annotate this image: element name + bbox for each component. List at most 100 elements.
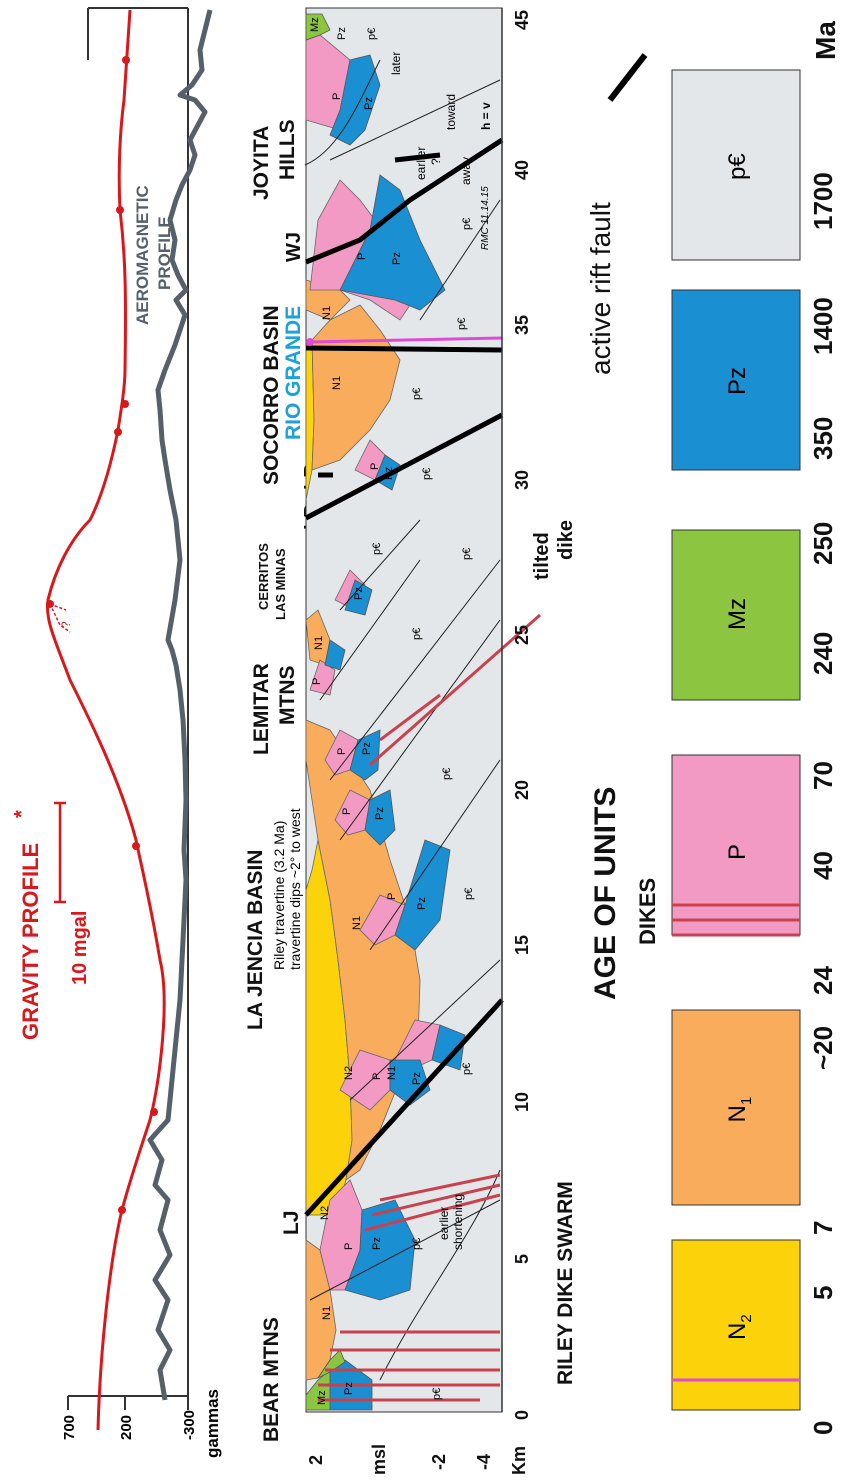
label-p: P [371, 1073, 383, 1080]
legend-age-tick: 70 [808, 761, 838, 790]
pz-block-7 [344, 579, 373, 616]
label-riley-travertine: Riley travertine (3.2 Ma) [271, 821, 287, 970]
rift-fault-wj [305, 137, 504, 265]
label-riley-dike-swarm: RILEY DIKE SWARM [554, 1181, 577, 1385]
thin-fault-lines [304, 59, 501, 1381]
fault-line [419, 199, 501, 321]
label-rio-grande: RIO GRANDE [282, 306, 305, 440]
label-pc: p€ [441, 768, 453, 780]
label-pz: Pz [371, 1237, 383, 1250]
depth-tick-2: 2 [306, 1455, 326, 1465]
label-n1: N1 [313, 636, 325, 650]
label-pc: p€ [411, 1238, 423, 1250]
fault-line [329, 559, 501, 781]
legend-active-fault-label: active rift fault [585, 202, 616, 375]
legend-age-tick: 1700 [808, 172, 838, 230]
label-pz: Pz [361, 742, 373, 755]
km-tick: 0 [512, 1410, 532, 1420]
fault-line [329, 79, 501, 161]
gravity-question-mark: ? [59, 621, 73, 628]
label-cerritos: CERRITOS [256, 543, 271, 610]
tilted-dike-label-1: tilted [531, 532, 553, 580]
label-wj: WJ [283, 232, 305, 262]
label-las-minas: LAS MINAS [273, 548, 288, 620]
legend-age-tick: 1400 [808, 297, 838, 355]
gravity-profile-line [45, 9, 166, 1431]
label-pc: p€ [366, 28, 378, 40]
label-p: P [356, 253, 368, 260]
legend-box-mz [671, 529, 801, 701]
label-mz: Mz [309, 17, 321, 32]
section-unit-labels: Mz Pz p€ P N1 N2 p€ Pz N2 N1 Pz P p€ N1 … [309, 17, 475, 1405]
km-tick: 45 [512, 10, 532, 30]
aeromagnetic-profile-line [147, 9, 213, 1401]
active-rift-faults [304, 137, 504, 1217]
note-away: away [459, 157, 473, 185]
gravity-scale-label: 10 mgal [69, 911, 91, 985]
gravity-point [121, 400, 129, 408]
legend-title: AGE OF UNITS [589, 787, 622, 1000]
label-n2: N2 [343, 1066, 355, 1080]
legend-age-tick: ~20 [808, 1026, 838, 1070]
magenta-dike-top [306, 338, 314, 346]
legend-box-label: Pz [724, 367, 751, 395]
dike [364, 1193, 501, 1232]
label-p: P [336, 748, 348, 755]
aeromagnetic-title-1: AEROMAGNETIC [133, 185, 152, 325]
legend-active-fault-symbol [607, 53, 648, 102]
age-legend: AGE OF UNITS DIKES active rift fault N2N… [585, 21, 841, 1435]
section-annotations: earlier shortening earlier later toward … [389, 52, 493, 1250]
label-n1: N1 [386, 1066, 398, 1080]
depth-axis-unit: Km [509, 1446, 529, 1475]
gravity-asterisk: * [11, 810, 33, 818]
label-pc: p€ [461, 218, 473, 230]
mag-tick-200: 200 [118, 1415, 135, 1440]
label-p: P [369, 463, 381, 470]
gravity-profile-title: GRAVITY PROFILE [18, 843, 43, 1040]
cross-section-panel: BEAR MTNS LJ LA JENCIA BASIN Riley trave… [244, 7, 577, 1475]
label-pc: p€ [461, 548, 473, 560]
legend-box-label: p€ [724, 153, 751, 180]
gravity-point [122, 56, 130, 64]
fault-line-curved [304, 59, 381, 166]
label-pc: p€ [431, 1388, 443, 1400]
legend-age-tick: 24 [808, 966, 838, 995]
legend-dikes-label: DIKES [635, 878, 660, 945]
dike [379, 1173, 501, 1202]
label-pz: Pz [343, 1382, 355, 1395]
legend-age-tick: 350 [808, 417, 838, 460]
fault-line [309, 1199, 501, 1301]
label-joyita-1: JOYITA [250, 126, 273, 200]
fault-line [369, 759, 501, 951]
fault-line [339, 619, 501, 841]
fault-line [319, 559, 421, 701]
note-later: later [389, 52, 403, 75]
label-n1: N1 [331, 376, 343, 390]
pz-block-6 [324, 639, 346, 671]
km-tick: 30 [512, 470, 532, 490]
profiles-panel: ? GRAVITY PROFILE * 10 mgal AEROMAGNETIC… [11, 7, 222, 1458]
gravity-point [150, 1108, 158, 1116]
mag-unit-label: gammas [203, 1389, 222, 1458]
label-pz: Pz [411, 1072, 423, 1085]
label-pc: p€ [371, 543, 383, 555]
km-tick: 5 [512, 1254, 532, 1264]
legend-box-pz [671, 289, 801, 471]
mz-block-bear-2 [316, 1349, 346, 1380]
gravity-point [116, 206, 124, 214]
label-pz: Pz [336, 27, 348, 40]
label-lemitar-2: MTNS [276, 666, 299, 726]
label-pz: Pz [374, 807, 386, 820]
p-block-6 [309, 659, 336, 696]
legend-dike-lines [672, 903, 800, 937]
red-dikes [318, 613, 541, 1402]
tilted-dike-stub [379, 693, 441, 742]
label-p: P [311, 678, 323, 685]
legend-box-label: Mz [724, 598, 751, 630]
dike [371, 1183, 501, 1217]
pz-block-4 [364, 789, 396, 846]
